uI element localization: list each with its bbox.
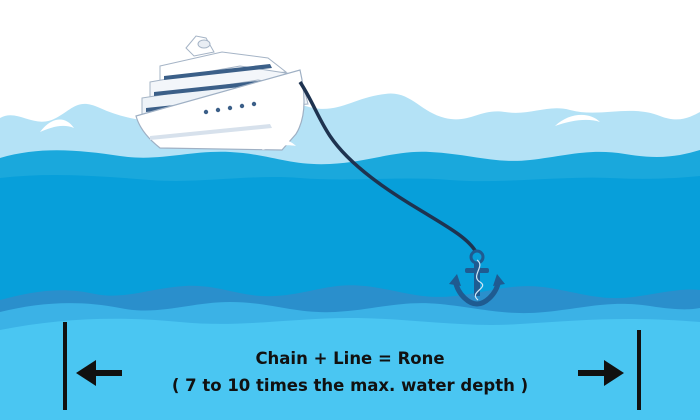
caption-line-1: Chain + Line = Rone	[255, 349, 444, 368]
seabed	[0, 318, 700, 420]
wave-crest-foam	[555, 114, 600, 126]
wave-crest-foam	[40, 119, 74, 132]
anchor-icon	[449, 249, 505, 307]
arrow-left-icon	[76, 360, 122, 386]
right-boundary-line	[637, 330, 641, 410]
anchor-rope	[298, 81, 478, 253]
caption-line-2: ( 7 to 10 times the max. water depth )	[172, 376, 528, 395]
cruise-ship-icon	[135, 35, 309, 151]
left-boundary-line	[63, 322, 67, 410]
arrow-right-icon	[578, 360, 624, 386]
